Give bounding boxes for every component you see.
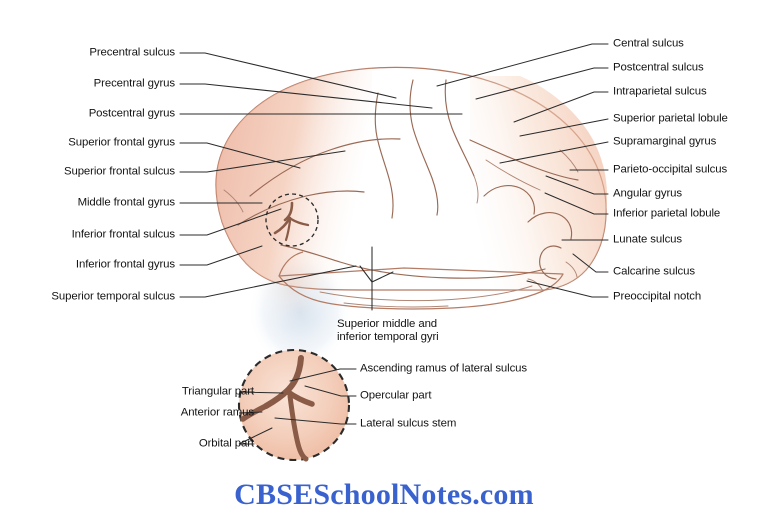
angular-gyrus-arc	[527, 212, 573, 240]
parieto-occipital-sulcus-mark	[559, 149, 579, 173]
calcarine-sulcus-mark	[565, 261, 578, 278]
supramarginal-gyrus-arc	[483, 185, 535, 215]
temporal-pole-haze	[252, 244, 332, 328]
inset-region-sulcus-glyph	[273, 201, 310, 242]
lunate-sulcus	[539, 245, 562, 280]
inferior-frontal-sulcus	[237, 190, 365, 226]
postcentral-sulcus	[444, 79, 475, 177]
frontal-branch-sulcus	[223, 189, 244, 213]
label-superior-parietal-lobule: Superior parietal lobule	[613, 112, 728, 125]
label-temporal-gyri: Superior middle and inferior temporal gy…	[337, 318, 439, 344]
label-precentral-gyrus: Precentral gyrus	[93, 77, 175, 90]
label-triangular-part: Triangular part	[181, 385, 254, 398]
label-parieto-occipital-sulcus: Parieto-occipital sulcus	[613, 163, 728, 176]
label-opercular-part: Opercular part	[360, 389, 432, 402]
superior-frontal-sulcus	[249, 138, 401, 197]
precentral-sulcus	[374, 92, 394, 219]
label-postcentral-gyrus: Postcentral gyrus	[88, 107, 175, 120]
opercular-branch-stroke	[285, 389, 315, 407]
label-preoccipital-notch: Preoccipital notch	[613, 290, 702, 303]
inset-leader-lines	[238, 368, 357, 445]
ascending-ramus-stroke	[263, 355, 304, 409]
label-lunate-sulcus: Lunate sulcus	[613, 233, 682, 246]
inferior-temporal-sulcus	[343, 302, 449, 308]
inset-region-marker	[265, 193, 319, 247]
label-angular-gyrus: Angular gyrus	[613, 187, 682, 200]
label-precentral-sulcus: Precentral sulcus	[89, 46, 175, 59]
label-temporal-gyri-line2: inferior temporal gyri	[337, 331, 439, 343]
label-inferior-frontal-gyrus: Inferior frontal gyrus	[75, 258, 175, 271]
leader-lines-left	[179, 52, 463, 298]
label-temporal-gyri-line1: Superior middle and	[337, 318, 438, 330]
temporal-lobe	[278, 251, 564, 310]
temporal-gyri-pointer	[359, 246, 394, 311]
label-anterior-ramus: Anterior ramus	[180, 406, 254, 419]
label-supramarginal-gyrus: Supramarginal gyrus	[613, 135, 717, 148]
label-orbital-part: Orbital part	[198, 437, 254, 450]
label-superior-frontal-gyrus: Superior frontal gyrus	[68, 136, 175, 149]
label-middle-frontal-gyrus: Middle frontal gyrus	[77, 196, 176, 209]
label-lateral-sulcus-stem: Lateral sulcus stem	[360, 417, 457, 430]
label-central-sulcus: Central sulcus	[613, 37, 684, 50]
label-inferior-frontal-sulcus: Inferior frontal sulcus	[71, 228, 176, 241]
lateral-sulcus	[280, 244, 546, 279]
label-intraparietal-sulcus: Intraparietal sulcus	[613, 85, 707, 98]
preoccipital-notch-mark	[527, 278, 544, 292]
label-ascending-ramus-of-lateral-sulcus: Ascending ramus of lateral sulcus	[360, 362, 528, 375]
label-inferior-parietal-lobule: Inferior parietal lobule	[613, 207, 721, 220]
superior-temporal-sulcus	[319, 285, 533, 302]
label-postcentral-sulcus: Postcentral sulcus	[613, 61, 704, 74]
watermark-cbseschoolnotes: CBSESchoolNotes.com	[234, 478, 534, 511]
label-superior-frontal-sulcus: Superior frontal sulcus	[63, 165, 175, 178]
label-calcarine-sulcus: Calcarine sulcus	[613, 265, 695, 278]
intraparietal-sulcus	[469, 139, 579, 181]
inset-circle	[237, 348, 351, 462]
label-superior-temporal-sulcus: Superior temporal sulcus	[51, 290, 175, 303]
cerebrum-body	[215, 66, 608, 291]
central-sulcus	[409, 79, 439, 216]
lateral-sulcus-stem-stroke	[287, 393, 309, 462]
figure-shadow	[248, 254, 352, 370]
leader-lines-right	[436, 43, 609, 298]
